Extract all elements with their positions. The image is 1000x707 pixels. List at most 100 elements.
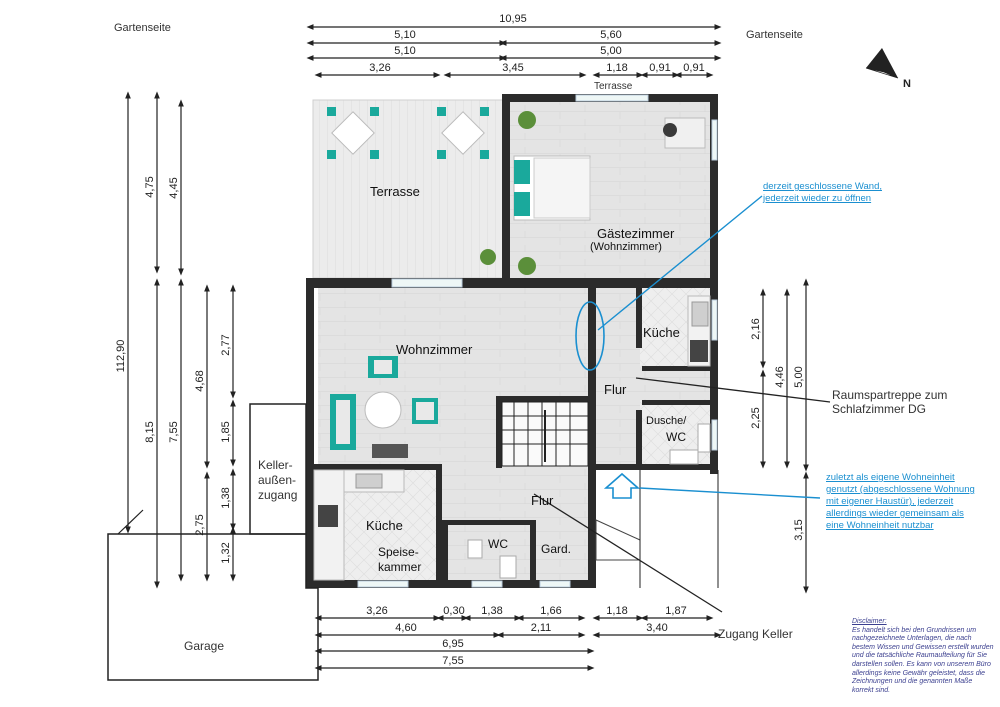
- dim-bottom-5: 1,87: [665, 605, 686, 617]
- bed: [513, 155, 591, 221]
- dim-left-4: 7,55: [168, 421, 180, 442]
- dim-top-7: 1,18: [606, 62, 627, 74]
- sink-icon: [467, 539, 483, 559]
- dim-top-5: 3,26: [369, 62, 390, 74]
- keller-aussenzugang-label: Keller- außen- zugang: [258, 458, 297, 503]
- room-wohnzimmer: Wohnzimmer: [396, 342, 473, 357]
- room-flur-right: Flur: [604, 382, 627, 397]
- garage-outline: [107, 533, 319, 681]
- kitchen-right: [687, 295, 711, 367]
- dim-bottom-0: 3,26: [366, 605, 387, 617]
- keller-line-3: zugang: [258, 488, 298, 502]
- dim-left-6: 2,77: [220, 334, 232, 355]
- entrance-arrow-icon: [603, 472, 641, 499]
- dim-left-2: 4,45: [168, 177, 180, 198]
- zugang-keller-label: Zugang Keller: [718, 627, 793, 641]
- dim-left-7: 1,85: [220, 421, 232, 442]
- dimensions-right: [760, 278, 809, 594]
- note-unit: zuletzt als eigene Wohneinheit genutzt (…: [826, 472, 975, 532]
- dim-top-8: 0,91: [649, 62, 670, 74]
- shower-tray: [669, 449, 699, 465]
- keller-stairs: [595, 519, 641, 561]
- room-kueche-right: Küche: [643, 325, 680, 340]
- dim-top-6: 3,45: [502, 62, 523, 74]
- terrace-table-right: [437, 107, 489, 159]
- disclaimer-text: Es handelt sich bei den Grundrissen um n…: [852, 626, 994, 694]
- toilet-icon: [697, 423, 711, 453]
- dim-top-0: 10,95: [499, 13, 527, 25]
- dim-bottom-3: 1,66: [540, 605, 561, 617]
- staircase: [501, 401, 589, 467]
- dim-right-2: 5,00: [793, 366, 805, 387]
- dim-bottom-4: 1,18: [606, 605, 627, 617]
- note-unit-line-3: mit eigener Haustür), jederzeit: [826, 496, 954, 507]
- keller-line-1: Keller-: [258, 458, 293, 472]
- note-wall-line-1: derzeit geschlossene Wand,: [763, 181, 882, 192]
- speise-line-1: Speise-: [378, 545, 419, 559]
- dim-bottom-2: 1,38: [481, 605, 502, 617]
- dim-top-4: 5,00: [600, 45, 621, 57]
- dim-bottom-10: 7,55: [442, 655, 463, 667]
- terrace-table-left: [327, 107, 379, 159]
- leader-lines: [533, 195, 831, 613]
- room-kueche-left: Küche: [366, 518, 403, 533]
- dim-right-4: 3,15: [793, 519, 805, 540]
- north-arrow-icon: [865, 48, 899, 79]
- dim-bottom-1: 0,30: [443, 605, 464, 617]
- room-flur-center: Flur: [531, 493, 554, 508]
- plant-icon: [480, 249, 496, 265]
- dim-left-10: 1,32: [220, 542, 232, 563]
- note-unit-line-2: genutzt (abgeschlossene Wohnung: [826, 484, 975, 495]
- dim-right-3: 2,25: [750, 407, 762, 428]
- chair-icon: [663, 123, 677, 137]
- dim-bottom-9: 6,95: [442, 638, 463, 650]
- dim-left-0: 112,90: [115, 340, 127, 373]
- room-wc-right: WC: [666, 430, 686, 444]
- windows: [357, 94, 718, 588]
- note-unit-line-1: zuletzt als eigene Wohneinheit: [826, 472, 955, 483]
- dimensions-bottom: [314, 615, 722, 671]
- dim-top-1: 5,10: [394, 29, 415, 41]
- dim-left-8: 1,38: [220, 487, 232, 508]
- dim-left-9: 2,75: [194, 514, 206, 535]
- raumspar-line-1: Raumspartreppe zum: [832, 388, 948, 402]
- garden-side-left-label: Gartenseite: [114, 22, 171, 34]
- keller-line-2: außen-: [258, 473, 297, 487]
- garden-side-right-label: Gartenseite: [746, 29, 803, 41]
- room-gard: Gard.: [541, 542, 572, 556]
- dim-right-1: 4,46: [774, 366, 786, 387]
- dim-top-2: 5,60: [600, 29, 621, 41]
- disclaimer-title: Disclaimer:: [852, 618, 887, 625]
- kitchen-left: [313, 469, 405, 581]
- dim-top-9: 0,91: [683, 62, 704, 74]
- speise-line-2: kammer: [378, 560, 422, 574]
- room-speisekammer: Speise- kammer: [378, 545, 421, 575]
- plant-icon: [518, 257, 536, 275]
- raumspar-line-2: Schlafzimmer DG: [832, 402, 927, 416]
- note-unit-line-4: allerdings wieder gemeinsam als: [826, 508, 964, 519]
- dim-left-1: 4,75: [144, 176, 156, 197]
- dimensions-top: [306, 24, 722, 78]
- dim-left-3: 8,15: [144, 421, 156, 442]
- terrace-top-label: Terrasse: [594, 81, 633, 92]
- note-wall: derzeit geschlossene Wand, jederzeit wie…: [763, 181, 882, 205]
- living-furniture: [330, 356, 438, 458]
- garage-label: Garage: [184, 639, 225, 653]
- room-wc-left: WC: [488, 537, 508, 551]
- dim-left-5: 4,68: [194, 370, 206, 391]
- dim-bottom-7: 2,11: [531, 622, 552, 634]
- north-label: N: [903, 78, 911, 90]
- dimension-labels: 10,95 5,10 5,60 5,10 5,00 3,26 3,45 1,18 0,91 0,9…: [115, 13, 805, 667]
- dim-top-3: 5,10: [394, 45, 415, 57]
- note-unit-line-5: eine Wohneinheit nutzbar: [826, 520, 934, 531]
- dimensions-left: [125, 91, 236, 589]
- dim-right-0: 2,16: [750, 318, 762, 339]
- toilet-icon: [499, 555, 517, 579]
- dim-bottom-6: 4,60: [395, 622, 416, 634]
- room-dusche: Dusche/: [646, 415, 687, 427]
- room-gaestezimmer: Gästezimmer: [597, 226, 675, 241]
- plant-icon: [518, 111, 536, 129]
- room-terrasse: Terrasse: [370, 184, 420, 199]
- note-wall-line-2: jederzeit wieder zu öffnen: [763, 193, 872, 204]
